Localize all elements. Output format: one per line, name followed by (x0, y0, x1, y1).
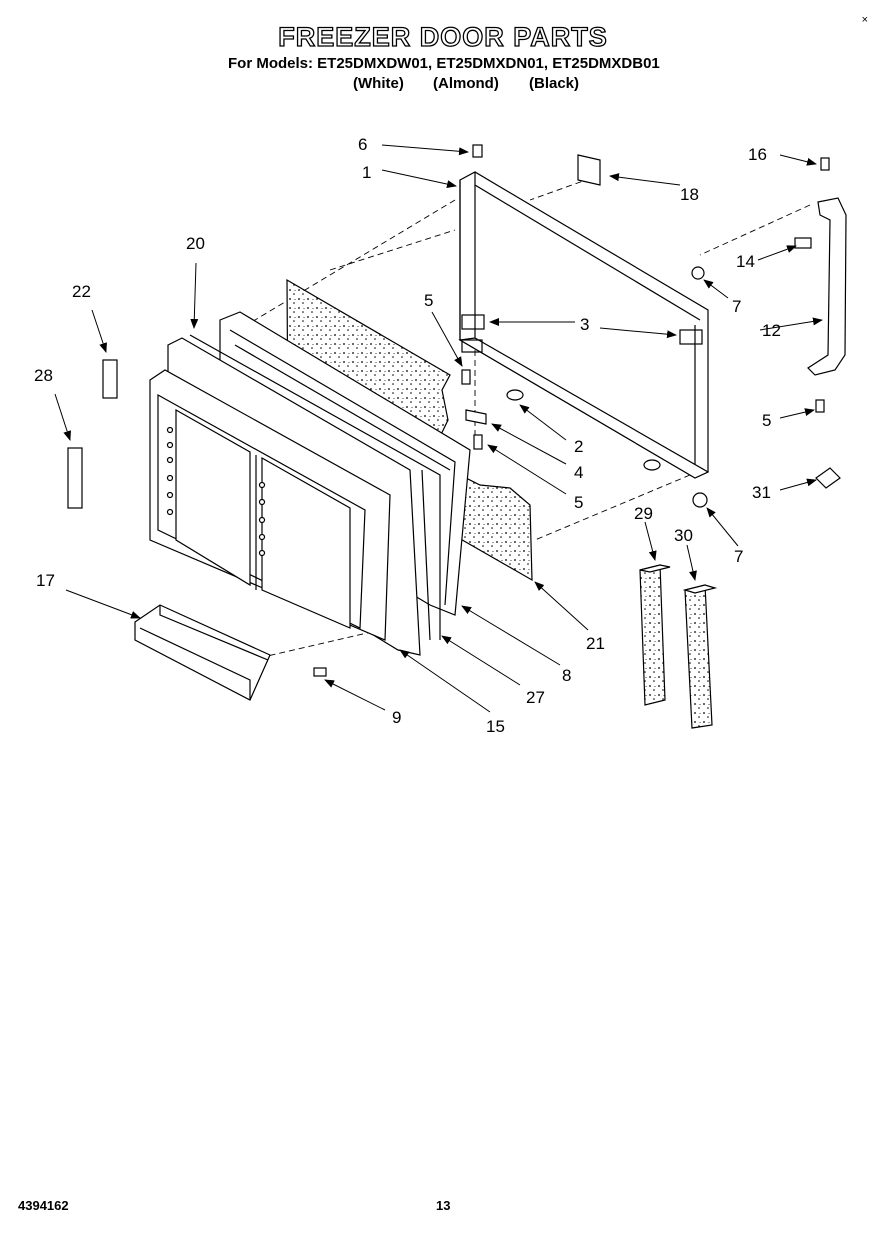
callout-31: 31 (752, 483, 771, 502)
breaker-strip (421, 469, 431, 641)
callout-5-mid: 5 (574, 493, 583, 512)
callout-6: 6 (358, 135, 367, 154)
callout-30: 30 (674, 526, 693, 545)
callout-8: 8 (562, 666, 571, 685)
callout-15: 15 (486, 717, 505, 736)
hardware (313, 144, 830, 677)
callout-labels: 6 1 18 16 14 7 12 3 5 2 4 5 5 7 31 29 30… (34, 135, 781, 736)
models-line: For Models: ET25DMXDW01, ET25DMXDN01, ET… (228, 55, 660, 72)
clip-31 (815, 467, 841, 489)
variant-white: (White) (353, 75, 404, 92)
document-number: 4394162 (18, 1198, 69, 1213)
callout-21: 21 (586, 634, 605, 653)
variant-almond: (Almond) (433, 75, 499, 92)
callout-27: 27 (526, 688, 545, 707)
door-handle (794, 197, 847, 376)
callout-7-bottom: 7 (734, 547, 743, 566)
callout-5-top: 5 (424, 291, 433, 310)
page-number: 13 (436, 1198, 451, 1213)
page-title: FREEZER DOOR PARTS (278, 21, 608, 52)
corner-mark: × (861, 14, 868, 26)
variant-black: (Black) (529, 75, 580, 92)
callout-5-right: 5 (762, 411, 771, 430)
callout-9: 9 (392, 708, 401, 727)
callout-20: 20 (186, 234, 205, 253)
gasket-strip (189, 334, 441, 640)
outer-door-panel (458, 171, 710, 479)
callout-12: 12 (762, 321, 781, 340)
bracket-22 (102, 359, 118, 399)
callout-16: 16 (748, 145, 767, 164)
bracket-28 (67, 447, 83, 509)
callout-22: 22 (72, 282, 91, 301)
callout-17: 17 (36, 571, 55, 590)
inner-door-panel (149, 337, 421, 656)
door-bin (134, 604, 271, 701)
foam-block-29 (639, 564, 671, 706)
callout-1: 1 (362, 163, 371, 182)
callout-3: 3 (580, 315, 589, 334)
callout-7-top: 7 (732, 297, 741, 316)
callout-4: 4 (574, 463, 583, 482)
leader-arrows (54, 144, 823, 713)
callout-2: 2 (574, 437, 583, 456)
label-pad (577, 154, 601, 186)
callout-14: 14 (736, 252, 755, 271)
callout-29: 29 (634, 504, 653, 523)
callout-28: 28 (34, 366, 53, 385)
foam-block-30 (682, 584, 718, 729)
callout-18: 18 (680, 185, 699, 204)
